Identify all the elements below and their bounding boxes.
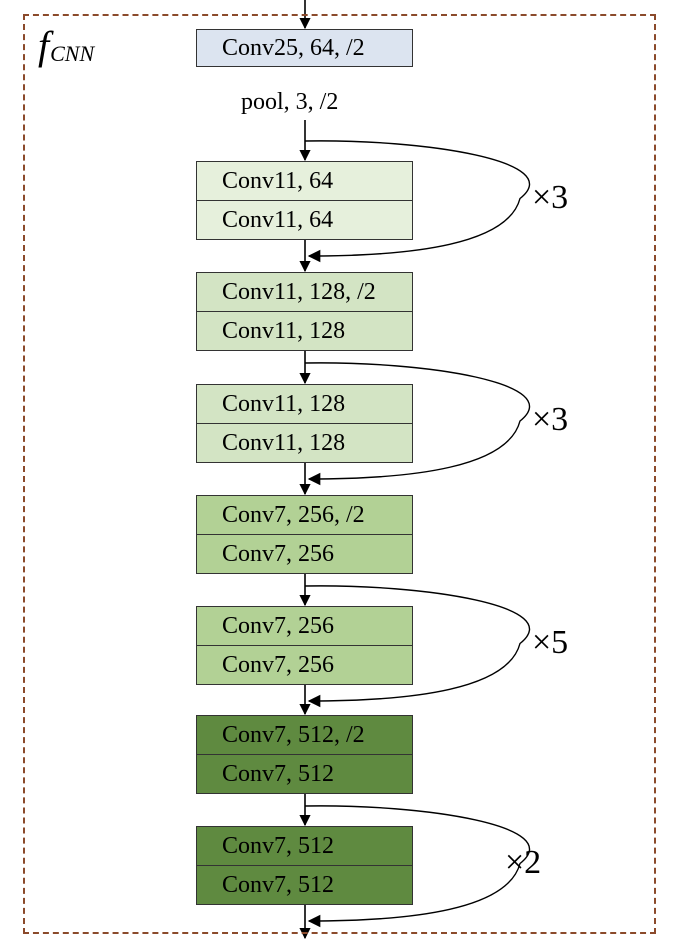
pool-label: pool, 3, /2 (241, 89, 339, 115)
conv-block: Conv11, 128, /2 (196, 272, 413, 312)
conv-block: Conv7, 256 (196, 534, 413, 574)
conv-block: Conv11, 64 (196, 200, 413, 240)
cnn-frame (23, 14, 656, 934)
conv-block: Conv7, 512, /2 (196, 715, 413, 755)
conv-block-label: Conv7, 512 (222, 832, 335, 859)
conv-block: Conv7, 256, /2 (196, 495, 413, 535)
skip-loop (304, 140, 530, 263)
repeat-count: ×2 (505, 843, 542, 881)
conv-block-label: Conv7, 256 (222, 540, 335, 567)
frame-label-subscript: CNN (50, 41, 95, 66)
repeat-count: ×3 (532, 401, 569, 438)
loops-layer (304, 140, 530, 928)
frame-label: fCNN (38, 23, 95, 68)
conv-block-label: Conv11, 64 (222, 206, 334, 233)
conv-block: Conv11, 64 (196, 161, 413, 201)
conv-block-label: Conv11, 128, /2 (222, 278, 376, 305)
skip-loop (304, 362, 530, 486)
conv-block: Conv7, 512 (196, 865, 413, 905)
skip-loop (304, 585, 530, 708)
frame-label-main: f (38, 23, 50, 68)
conv-block-label: Conv7, 256, /2 (222, 501, 365, 528)
conv-block-label: Conv7, 256 (222, 612, 335, 639)
conv-block-label: Conv7, 512 (222, 760, 335, 787)
conv-block: Conv11, 128 (196, 311, 413, 351)
skip-loop (304, 805, 530, 928)
conv-block: Conv11, 128 (196, 423, 413, 463)
conv-block-label: Conv11, 128 (222, 429, 346, 456)
conv-block: Conv7, 512 (196, 754, 413, 794)
conv-block: Conv7, 256 (196, 645, 413, 685)
conv-block-label: Conv11, 128 (222, 390, 346, 417)
conv-block: Conv7, 512 (196, 826, 413, 866)
conv-block-label: Conv7, 256 (222, 651, 335, 678)
repeat-count: ×3 (532, 178, 569, 216)
conv-block-label: Conv11, 128 (222, 317, 346, 344)
conv-block-label: Conv7, 512, /2 (222, 721, 365, 748)
conv-block-label: Conv11, 64 (222, 167, 334, 194)
conv-block: Conv11, 128 (196, 384, 413, 424)
repeat-count: ×5 (532, 623, 569, 661)
conv-first-label: Conv25, 64, /2 (222, 34, 365, 61)
conv-block: Conv7, 256 (196, 606, 413, 646)
conv-block-label: Conv7, 512 (222, 871, 335, 898)
conv-first-block: Conv25, 64, /2 (196, 29, 413, 67)
